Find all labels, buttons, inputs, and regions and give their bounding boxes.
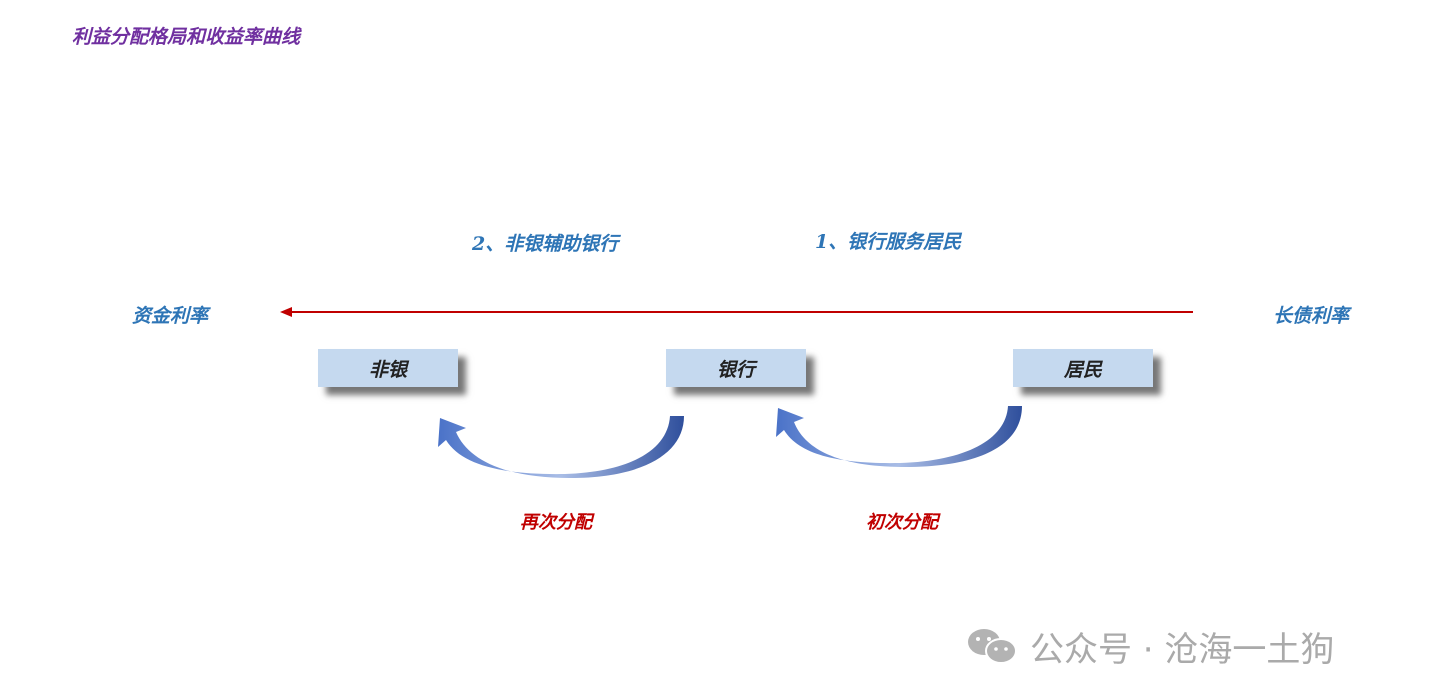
watermark: 公众号 · 沧海一土狗 <box>966 622 1334 671</box>
node-bank: 银行 <box>666 349 806 387</box>
redistribution-label: 再次分配 <box>520 512 592 533</box>
step-2-label: 2、非银辅助银行 <box>472 233 619 255</box>
long-bond-rate-label: 长债利率 <box>1273 305 1350 327</box>
rate-axis-arrowhead-icon <box>280 307 292 317</box>
node-residents: 居民 <box>1013 349 1153 387</box>
step-1-label: 1、银行服务居民 <box>815 231 962 253</box>
watermark-text: 公众号 · 沧海一土狗 <box>1030 630 1335 670</box>
redistribution-arrow-icon <box>438 416 684 478</box>
node-nonbank: 非银 <box>318 349 458 387</box>
primary-distribution-label: 初次分配 <box>866 512 938 533</box>
page-title: 利益分配格局和收益率曲线 <box>72 26 301 48</box>
wechat-icon <box>968 628 1017 664</box>
primary-distribution-arrow-icon <box>776 406 1022 467</box>
funding-rate-label: 资金利率 <box>132 305 209 327</box>
